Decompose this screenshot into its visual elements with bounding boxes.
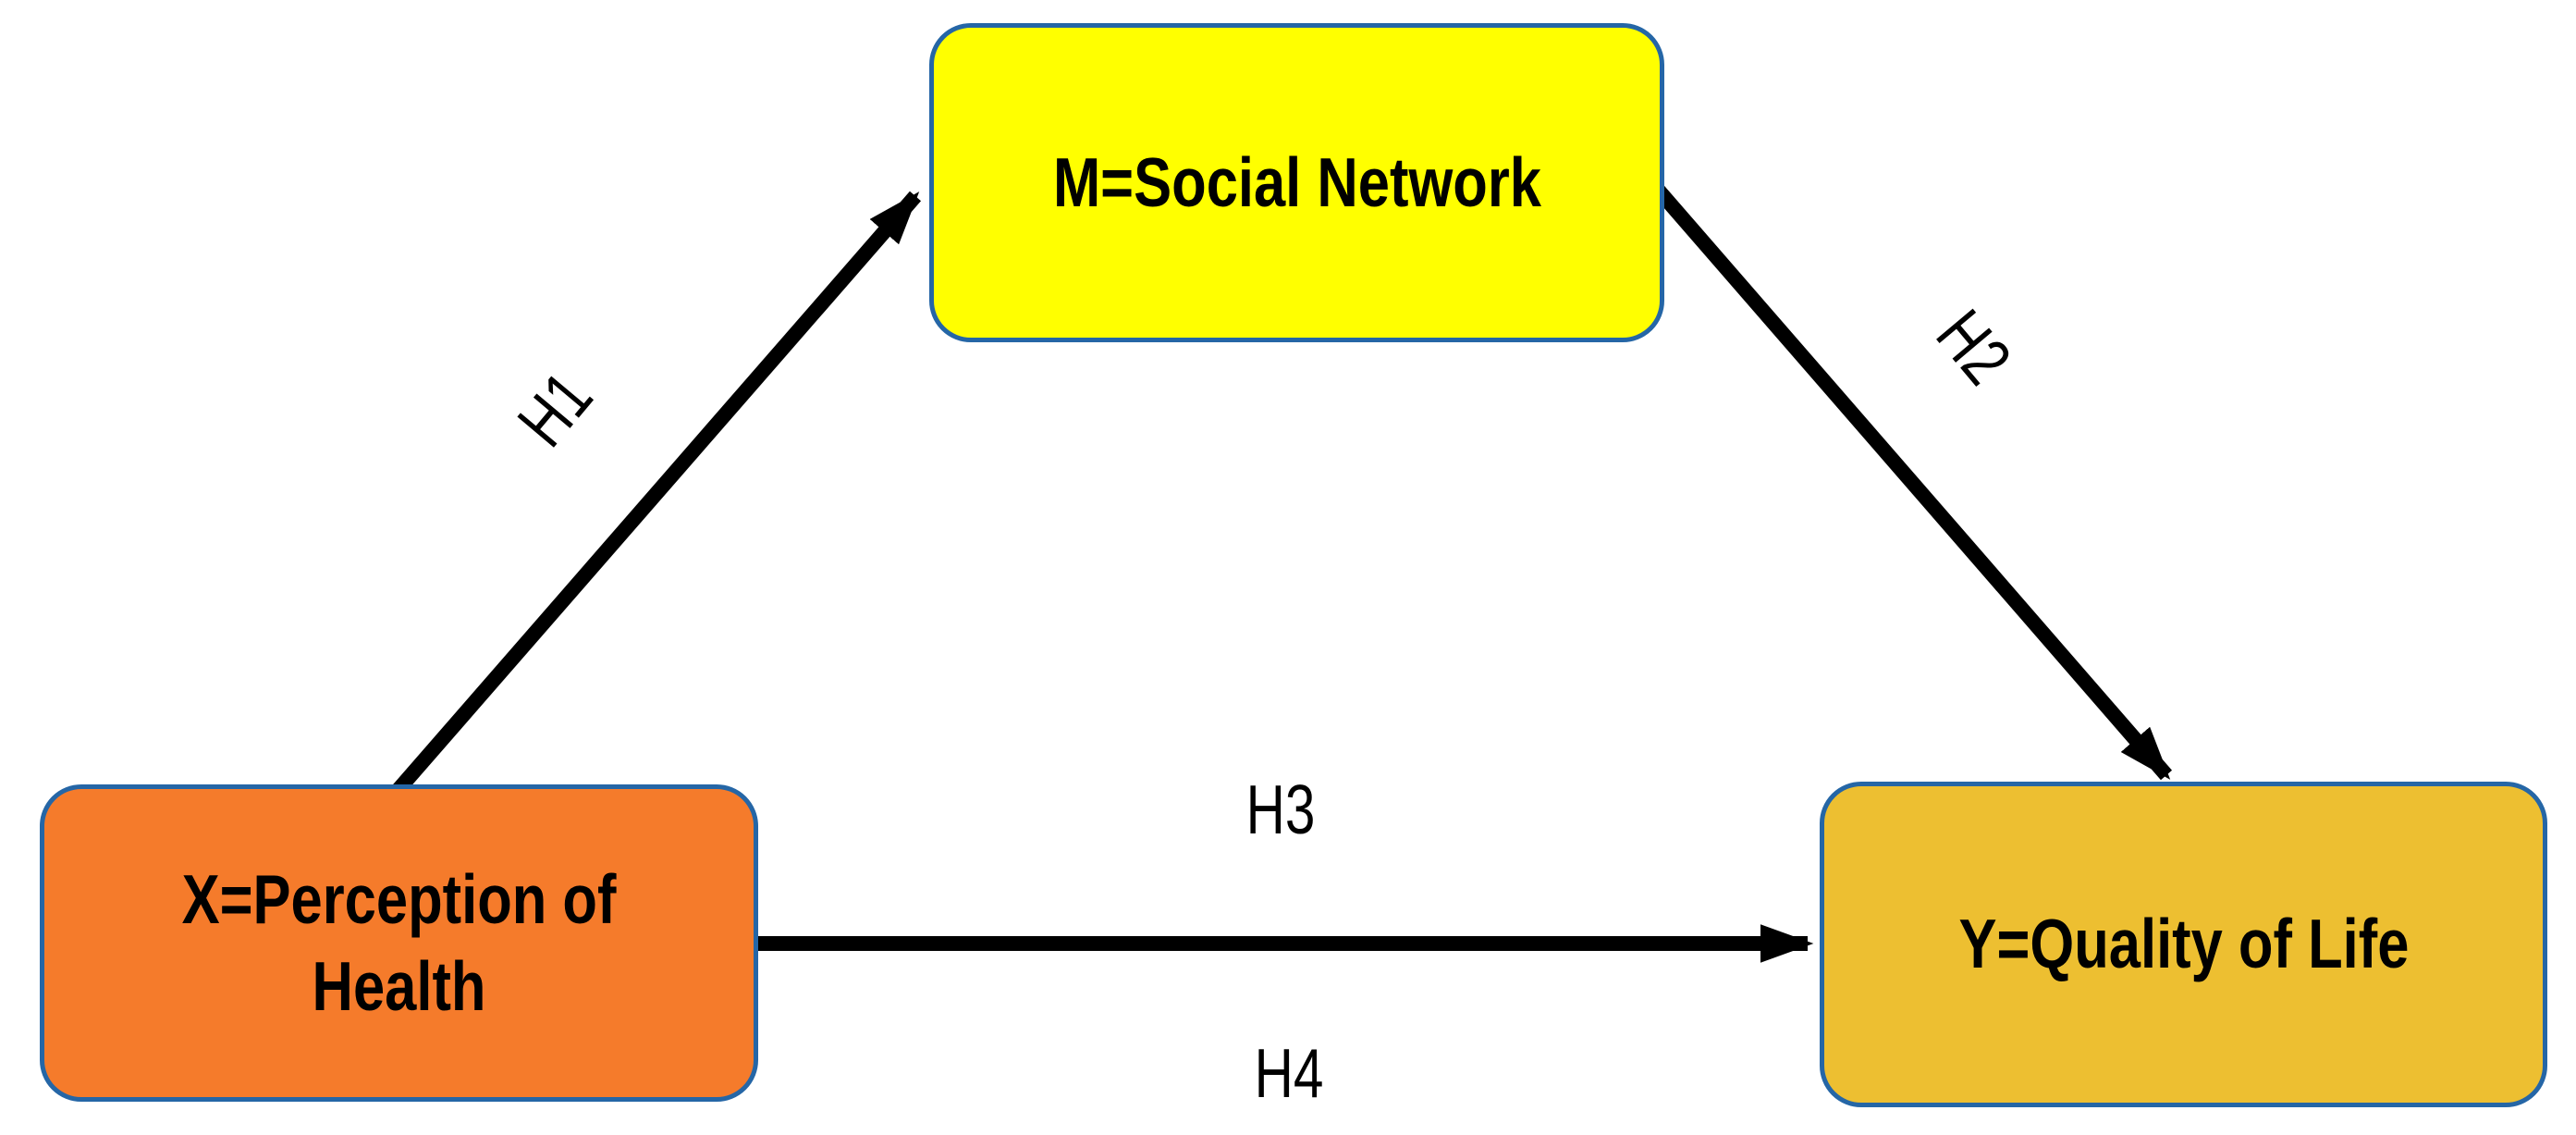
node-independent-label: X=Perception of Health [181,859,617,1025]
node-dependent-label: Y=Quality of Life [1958,905,2409,983]
edge-label-h3: H3 [1245,771,1316,848]
node-independent-perception-of-health: X=Perception of Health [40,784,758,1102]
arrow-h2-m-to-y [1651,184,2173,781]
arrow-h1-x-to-m [388,191,922,799]
node-mediator-social-network: M=Social Network [929,23,1664,342]
node-dependent-quality-of-life: Y=Quality of Life [1820,782,2547,1107]
edge-label-h4: H4 [1254,1034,1324,1112]
node-mediator-label: M=Social Network [1052,142,1541,221]
